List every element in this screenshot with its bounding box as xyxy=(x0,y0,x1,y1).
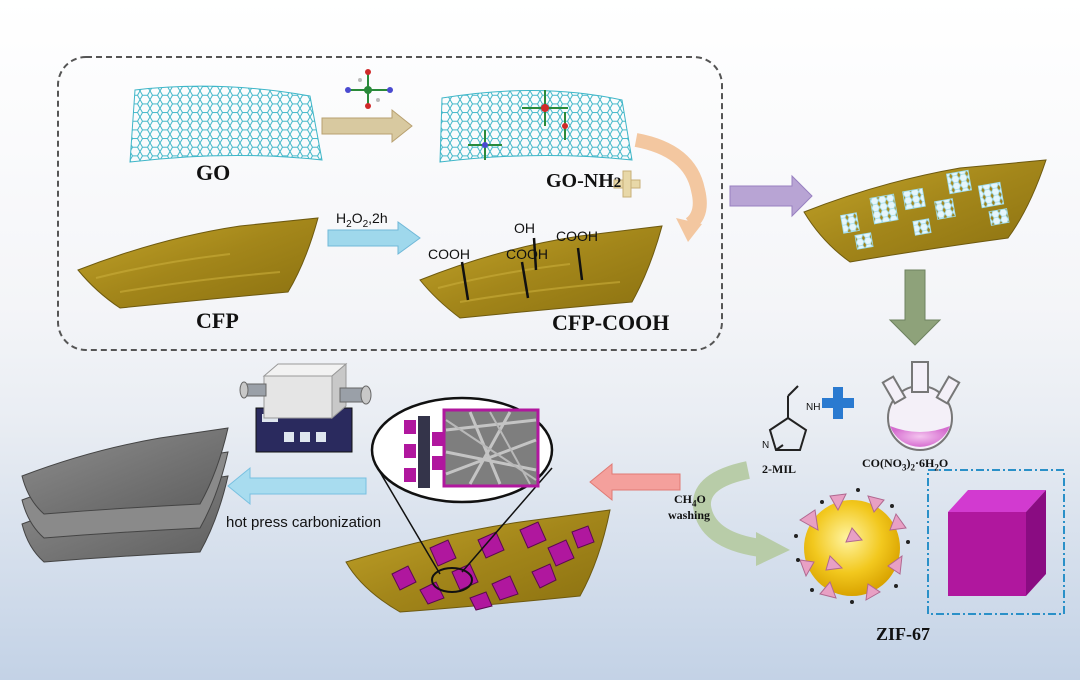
arrow-to-composite xyxy=(729,174,813,218)
label-cooh-3: COOH xyxy=(556,228,598,244)
co-salt-a: CO(NO xyxy=(862,456,902,470)
ch4o-a: CH xyxy=(674,492,692,506)
arrow-blue-left xyxy=(227,466,367,506)
imidazole-molecule-icon xyxy=(768,385,808,451)
h2o2-sub-a: 2 xyxy=(346,218,352,230)
label-h2o2: H2O2,2h xyxy=(336,210,388,230)
label-2-mil: 2-MIL xyxy=(762,462,796,476)
arrow-cfp-to-cfpcooh xyxy=(327,221,421,255)
co-salt-c: ) xyxy=(906,456,911,470)
plus-icon-blue xyxy=(822,387,854,419)
co-salt-f: 2 xyxy=(934,462,939,473)
h2o2-time: ,2h xyxy=(368,210,388,226)
co-salt-e: ·6H xyxy=(915,456,935,470)
curved-arrow-combine xyxy=(634,133,707,242)
composite-paper xyxy=(803,159,1047,263)
arrow-red-left xyxy=(589,462,681,502)
ch4o-c: O xyxy=(696,492,706,506)
label-oh: OH xyxy=(514,220,535,236)
zif67-cube xyxy=(948,490,1046,596)
label-ch4o: CH4O xyxy=(674,492,706,508)
amine-molecule-icon xyxy=(345,69,393,109)
label-cfp-cooh: CFP-COOH xyxy=(552,310,670,335)
h2o2-sub-b: 2 xyxy=(362,218,369,230)
label-washing: washing xyxy=(668,508,711,522)
co-salt-d: 2 xyxy=(910,462,916,473)
go-sheet xyxy=(129,85,323,163)
flask-icon xyxy=(881,361,961,451)
label-cooh-1: COOH xyxy=(428,246,470,262)
plus-icon-tan xyxy=(613,170,641,198)
label-cobalt-salt: CO(NO3)2·6H2O xyxy=(862,456,948,472)
label-n: N xyxy=(762,440,770,451)
zif-composite-paper xyxy=(345,509,611,613)
zoom-callout xyxy=(370,396,554,575)
arrow-down-green xyxy=(888,269,942,346)
gonh2-sheet xyxy=(439,90,633,163)
curved-arrow-washing xyxy=(693,461,790,566)
cfpcooh-paper xyxy=(419,225,663,319)
label-cooh-2: COOH xyxy=(506,246,548,262)
label-go-nh2-main: GO-NH xyxy=(546,170,614,192)
label-go-nh2-sub: 2 xyxy=(613,175,622,191)
arrow-go-to-gonh2 xyxy=(321,108,413,144)
label-nh: NH xyxy=(806,402,821,413)
label-go-nh2: GO-NH2 xyxy=(546,170,621,193)
tube-furnace-icon xyxy=(239,362,372,453)
label-hot-press: hot press carbonization xyxy=(226,514,382,531)
ch4o-b: 4 xyxy=(692,498,697,509)
carbonized-paper-stack xyxy=(21,427,229,563)
co-salt-g: O xyxy=(938,456,949,470)
label-zif67: ZIF-67 xyxy=(876,624,930,644)
h2o2-h: H xyxy=(336,210,347,226)
label-go: GO xyxy=(196,160,231,185)
cube-dashed-box xyxy=(927,469,1065,615)
dashed-group-box xyxy=(57,56,723,351)
label-cfp: CFP xyxy=(196,308,239,333)
cfp-paper xyxy=(77,217,319,309)
zif67-structure xyxy=(794,488,910,604)
co-salt-b: 3 xyxy=(902,462,907,473)
h2o2-o: O xyxy=(351,210,363,226)
